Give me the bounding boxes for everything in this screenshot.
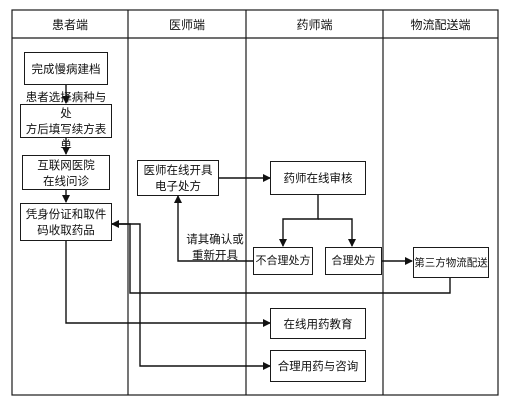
node-doctor-rx-text-1: 医师在线开具: [143, 163, 213, 177]
node-pharmacist-review: 药师在线审核: [270, 161, 366, 195]
lane-title-patient: 患者端: [51, 17, 88, 32]
arrow-review-to-unreasonable: [279, 195, 319, 247]
edge-label-confirm-text-1: 请其确认或: [186, 232, 244, 246]
arrow-review-to-reasonable: [318, 218, 356, 247]
node-pickup-text-2: 码收取药品: [37, 223, 95, 237]
node-reasonable-rx-text: 合理处方: [331, 254, 376, 267]
node-online-consult-text-1: 互联网医院: [37, 157, 95, 172]
node-doctor-rx: 医师在线开具 电子处方: [137, 160, 219, 196]
lane-title-pharmacist: 药师端: [296, 17, 333, 32]
node-pickup-text-1: 凭身份证和取件: [25, 207, 107, 221]
node-unreasonable-rx-text: 不合理处方: [255, 254, 311, 267]
arrow-pickup-to-consultation: [112, 223, 271, 370]
node-unreasonable-rx: 不合理处方: [253, 247, 313, 275]
node-third-party-delivery-text: 第三方物流配送: [414, 256, 488, 269]
node-create-record-text: 完成慢病建档: [31, 61, 101, 76]
node-online-education: 在线用药教育: [270, 308, 366, 339]
node-third-party-delivery: 第三方物流配送: [413, 247, 489, 278]
node-reasonable-rx: 合理处方: [325, 247, 382, 275]
node-pickup: 凭身份证和取件 码收取药品: [20, 203, 112, 241]
node-select-disease: 患者选择病种与处 方后填写续方表单: [20, 90, 112, 152]
arrow-unreasonable-to-doctor: [174, 195, 253, 262]
node-select-disease-text-2: 方后填写续方表单: [25, 122, 107, 152]
node-doctor-rx-text-2: 电子处方: [155, 179, 201, 193]
node-pharmacist-review-text: 药师在线审核: [283, 171, 353, 185]
connectors: [62, 85, 451, 370]
node-online-education-text: 在线用药教育: [283, 316, 353, 331]
node-online-consult: 互联网医院 在线问诊: [22, 155, 110, 190]
node-select-disease-text-1: 患者选择病种与处: [25, 90, 107, 120]
node-consultation: 合理用药与咨询: [270, 350, 366, 382]
lane-title-logistics: 物流配送端: [410, 17, 471, 32]
node-online-consult-text-2: 在线问诊: [43, 173, 89, 188]
node-create-record: 完成慢病建档: [24, 52, 108, 85]
node-consultation-text: 合理用药与咨询: [277, 359, 359, 373]
swimlane-frame: [11, 9, 499, 396]
lane-title-doctor: 医师端: [168, 17, 205, 32]
edge-label-confirm: 请其确认或 重新开具: [182, 231, 248, 263]
edge-label-confirm-text-2: 重新开具: [192, 248, 238, 262]
arrow-pickup-to-education: [65, 241, 271, 327]
